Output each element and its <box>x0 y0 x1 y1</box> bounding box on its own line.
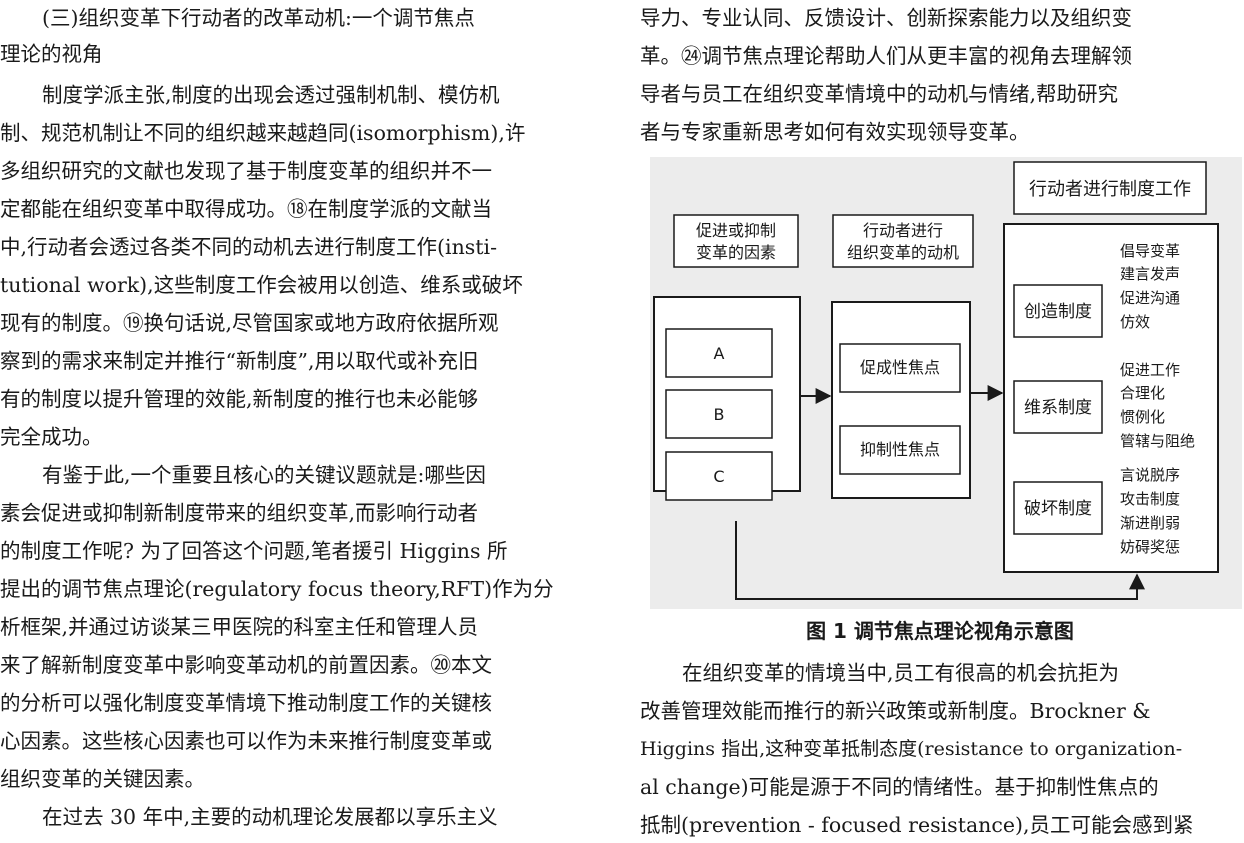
body-line: tutional work),这些制度工作会被用以创造、维系或破坏 <box>0 273 523 297</box>
create-institution-box <box>1013 284 1103 338</box>
body-line: 在过去 30 年中,主要的动机理论发展都以享乐主义 <box>42 805 498 829</box>
body-line: 的分析可以强化制度变革情境下推动制度工作的关键核 <box>0 691 492 715</box>
body-line: 组织变革的关键因素。 <box>0 767 205 791</box>
motive-header-box <box>832 214 974 268</box>
body-line: 改善管理效能而推行的新兴政策或新制度。Brockner & <box>640 699 1151 723</box>
create-institution-label: 创造制度 <box>1024 302 1092 322</box>
factor-header-line-1: 促进或抑制 <box>696 221 776 240</box>
factor-header-box <box>673 214 799 268</box>
work-item: 攻击制度 <box>1120 490 1180 508</box>
body-line: 导力、专业认同、反馈设计、创新探索能力以及组织变 <box>640 6 1132 30</box>
work-item: 建言发声 <box>1120 265 1180 283</box>
body-line: 导者与员工在组织变革情境中的动机与情绪,帮助研究 <box>640 82 1119 106</box>
factor-label-a: A <box>714 344 725 363</box>
diagram-svg: 促进或抑制 变革的因素 行动者进行 组织变革的动机 行动者进行制度工作 A B … <box>653 161 1219 600</box>
work-item: 促进沟通 <box>1120 289 1180 307</box>
body-line: 定都能在组织变革中取得成功。⑱在制度学派的文献当 <box>0 197 492 221</box>
work-item: 惯例化 <box>1120 408 1165 426</box>
body-line: al change)可能是源于不同的情绪性。基于抑制性焦点的 <box>640 775 1159 799</box>
destroy-institution-box <box>1013 481 1103 535</box>
factor-box-b <box>665 389 773 439</box>
body-line: 革。㉔调节焦点理论帮助人们从更丰富的视角去理解领 <box>640 44 1132 68</box>
work-item: 合理化 <box>1120 384 1165 402</box>
body-line: 完全成功。 <box>0 425 103 449</box>
work-item: 倡导变革 <box>1120 242 1180 260</box>
promotion-focus-box <box>839 343 961 393</box>
figure-regulatory-focus-diagram: 促进或抑制 变革的因素 行动者进行 组织变革的动机 行动者进行制度工作 A B … <box>650 157 1242 609</box>
figure-caption: 图 1 调节焦点理论视角示意图 <box>806 619 1074 643</box>
body-line: 中,行动者会透过各类不同的动机去进行制度工作(insti- <box>0 235 498 259</box>
body-line: 察到的需求来制定并推行“新制度”,用以取代或补充旧 <box>0 349 479 373</box>
factor-box-a <box>665 328 773 378</box>
section-heading-line-1: (三)组织变革下行动者的改革动机:一个调节焦点 <box>42 6 475 30</box>
work-item: 促进工作 <box>1120 361 1180 379</box>
body-line: 制、规范机制让不同的组织越来越趋同(isomorphism),许 <box>0 121 526 145</box>
body-line: 提出的调节焦点理论(regulatory focus theory,RFT)作为… <box>0 577 554 601</box>
body-line: 抵制(prevention - focused resistance),员工可能… <box>640 813 1194 837</box>
body-line: Higgins 指出,这种变革抵制态度(resistance to organi… <box>640 738 1183 760</box>
work-item: 妨碍奖惩 <box>1120 538 1180 556</box>
work-header-label: 行动者进行制度工作 <box>1029 179 1191 200</box>
body-line: 有鉴于此,一个重要且核心的关键议题就是:哪些因 <box>42 463 486 487</box>
work-item: 渐进削弱 <box>1120 514 1180 532</box>
body-line: 素会促进或抑制新制度带来的组织变革,而影响行动者 <box>0 501 479 525</box>
work-item: 仿效 <box>1120 313 1150 331</box>
destroy-institution-label: 破坏制度 <box>1024 499 1092 519</box>
body-line: 心因素。这些核心因素也可以作为未来推行制度变革或 <box>0 729 492 753</box>
maintain-institution-box <box>1013 380 1103 434</box>
body-line: 制度学派主张,制度的出现会透过强制机制、模仿机 <box>42 83 500 107</box>
body-line: 析框架,并通过访谈某三甲医院的科室主任和管理人员 <box>0 615 479 639</box>
prevention-focus-box <box>839 425 961 475</box>
promotion-focus-label: 促成性焦点 <box>860 358 940 377</box>
body-line: 来了解新制度变革中影响变革动机的前置因素。⑳本文 <box>0 653 492 677</box>
body-line: 多组织研究的文献也发现了基于制度变革的组织并不一 <box>0 159 492 183</box>
body-line: 现有的制度。⑲换句话说,尽管国家或地方政府依据所观 <box>0 311 499 335</box>
motive-header-line-1: 行动者进行 <box>863 221 943 240</box>
body-line: 在组织变革的情境当中,员工有很高的机会抗拒为 <box>682 661 1120 685</box>
motive-header-line-2: 组织变革的动机 <box>847 243 959 262</box>
work-item: 言说脱序 <box>1120 466 1180 484</box>
body-line: 者与专家重新思考如何有效实现领导变革。 <box>640 120 1030 144</box>
factor-label-c: C <box>713 467 724 486</box>
arrow-factors-to-work-loop <box>735 521 1145 600</box>
work-header-box <box>1013 161 1207 215</box>
section-heading-line-2: 理论的视角 <box>0 42 103 66</box>
body-line: 的制度工作呢? 为了回答这个问题,笔者援引 Higgins 所 <box>0 539 508 563</box>
factor-box-c <box>665 451 773 501</box>
factor-label-b: B <box>714 405 725 424</box>
body-line: 有的制度以提升管理的效能,新制度的推行也未必能够 <box>0 387 479 411</box>
prevention-focus-label: 抑制性焦点 <box>860 440 940 459</box>
factor-header-line-2: 变革的因素 <box>696 243 776 262</box>
maintain-institution-label: 维系制度 <box>1024 398 1092 418</box>
work-item: 管辖与阻绝 <box>1120 432 1195 450</box>
